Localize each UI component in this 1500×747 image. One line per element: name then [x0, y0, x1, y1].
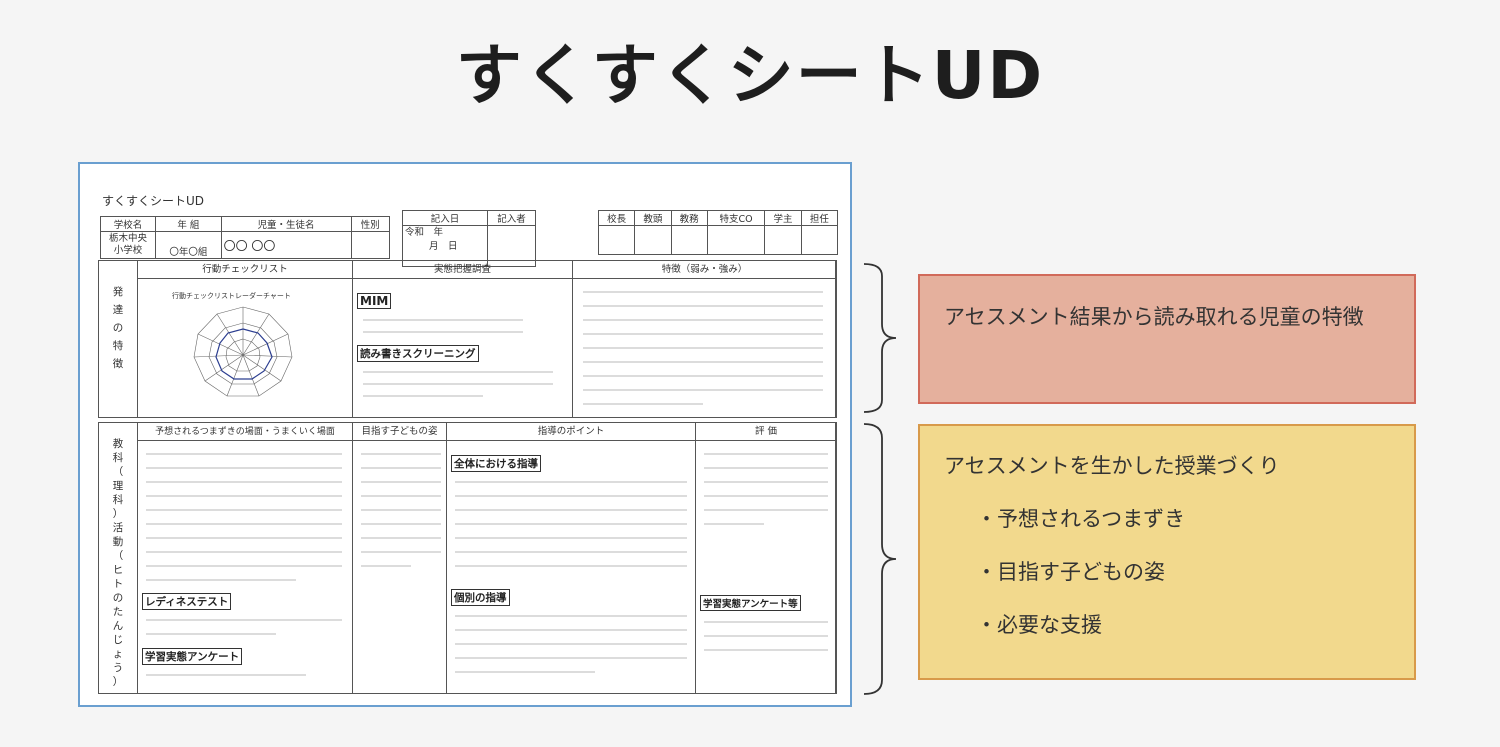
traits-col: 特徴（弱み・強み）	[572, 260, 837, 418]
grade-value: 〇年〇組	[155, 231, 222, 259]
radar-chart-icon	[193, 306, 293, 397]
brace-class-icon	[863, 423, 897, 695]
sheet-title: すくすくシートUD	[102, 194, 205, 208]
stamp-principal: 校長	[597, 210, 636, 226]
evaluation-header: 評 価	[696, 423, 836, 441]
checklist-col: 行動チェックリスト 行動チェックリストレーダーチャート	[137, 260, 353, 418]
brace-dev-icon	[863, 263, 897, 413]
dev-side-label: 発 達 の 特 徴	[112, 286, 124, 370]
class-side: 教 科 （ 理 科 ） 活 動 （ ヒ ト の た ん じ ょ う ）	[98, 422, 138, 694]
gender-value	[350, 231, 391, 259]
callout-item-stumble: ・予想されるつまずき	[976, 507, 1186, 531]
survey-header: 実態把握調査	[353, 261, 572, 279]
col-writer: 記入者	[487, 210, 536, 226]
stumble-col: 予想されるつまずきの場面・うまくいく場面 レディネステスト 学習実態アンケート	[137, 422, 353, 694]
stamp-sped: 特支CO	[706, 210, 766, 226]
goal-col: 目指す子どもの姿	[352, 422, 447, 694]
sheet-preview: すくすくシートUD 学校名 年 組 児童・生徒名 性別 栃木中央 小学校 〇年〇…	[78, 162, 852, 707]
col-grade: 年 組	[155, 216, 222, 232]
reading-label: 読み書きスクリーニング	[357, 345, 479, 362]
points-header: 指導のポイント	[447, 423, 695, 441]
callout-item-goal: ・目指す子どもの姿	[976, 560, 1165, 584]
col-gender: 性別	[350, 216, 391, 232]
callout-lesson: アセスメントを生かした授業づくり ・予想されるつまずき ・目指す子どもの姿 ・必…	[918, 424, 1416, 680]
col-school: 学校名	[99, 216, 157, 232]
radar-title: 行動チェックリストレーダーチャート	[172, 292, 291, 300]
stamp-academic: 教務	[670, 210, 708, 226]
col-student: 児童・生徒名	[220, 216, 352, 232]
traits-header: 特徴（弱み・強み）	[573, 261, 836, 279]
stamp-homeroom: 担任	[800, 210, 839, 226]
whole-label: 全体における指導	[451, 455, 541, 472]
date-table: 記入日 記入者 令和 年 月 日	[402, 210, 536, 267]
stamp-table: 校長 教頭 教務 特支CO 学主 担任	[597, 210, 839, 255]
survey-label2: 学習実態アンケート等	[700, 595, 801, 611]
readiness-label: レディネステスト	[142, 593, 232, 610]
goal-header: 目指す子どもの姿	[353, 423, 446, 441]
page-title: すくすくシートUD	[455, 37, 1045, 114]
school-line2: 小学校	[113, 245, 143, 256]
era-line: 令和 年	[405, 227, 444, 238]
checklist-header: 行動チェックリスト	[138, 261, 352, 279]
stamp-grade-head: 学主	[764, 210, 802, 226]
callout-traits: アセスメント結果から読み取れる児童の特徴	[918, 274, 1416, 404]
class-section: 教 科 （ 理 科 ） 活 動 （ ヒ ト の た ん じ ょ う ） 予想され…	[98, 422, 837, 694]
student-value: 〇〇 〇〇	[220, 231, 352, 259]
individual-label: 個別の指導	[451, 589, 510, 606]
stumble-header: 予想されるつまずきの場面・うまくいく場面	[138, 423, 352, 441]
class-side-label: 教 科 （ 理 科 ） 活 動 （ ヒ ト の た ん じ ょ う ）	[112, 438, 124, 688]
col-date: 記入日	[402, 210, 488, 226]
evaluation-col: 評 価 学習実態アンケート等	[695, 422, 837, 694]
school-name: 栃木中央 小学校	[99, 231, 157, 259]
school-line1: 栃木中央	[109, 233, 148, 244]
callout-lesson-title: アセスメントを生かした授業づくり	[944, 454, 1280, 478]
survey-label: 学習実態アンケート	[142, 648, 243, 665]
survey-col: 実態把握調査 MIM 読み書きスクリーニング	[352, 260, 573, 418]
callout-item-support: ・必要な支援	[976, 613, 1102, 637]
info-table: 学校名 年 組 児童・生徒名 性別 栃木中央 小学校 〇年〇組 〇〇 〇〇	[99, 216, 391, 259]
month-day-line: 月 日	[429, 241, 458, 252]
dev-section: 発 達 の 特 徴 行動チェックリスト 行動チェックリストレーダーチャート	[98, 260, 837, 418]
dev-side: 発 達 の 特 徴	[98, 260, 138, 418]
stamp-vice: 教頭	[634, 210, 672, 226]
points-col: 指導のポイント 全体における指導 個別の指導	[446, 422, 696, 694]
mim-label: MIM	[357, 293, 392, 309]
